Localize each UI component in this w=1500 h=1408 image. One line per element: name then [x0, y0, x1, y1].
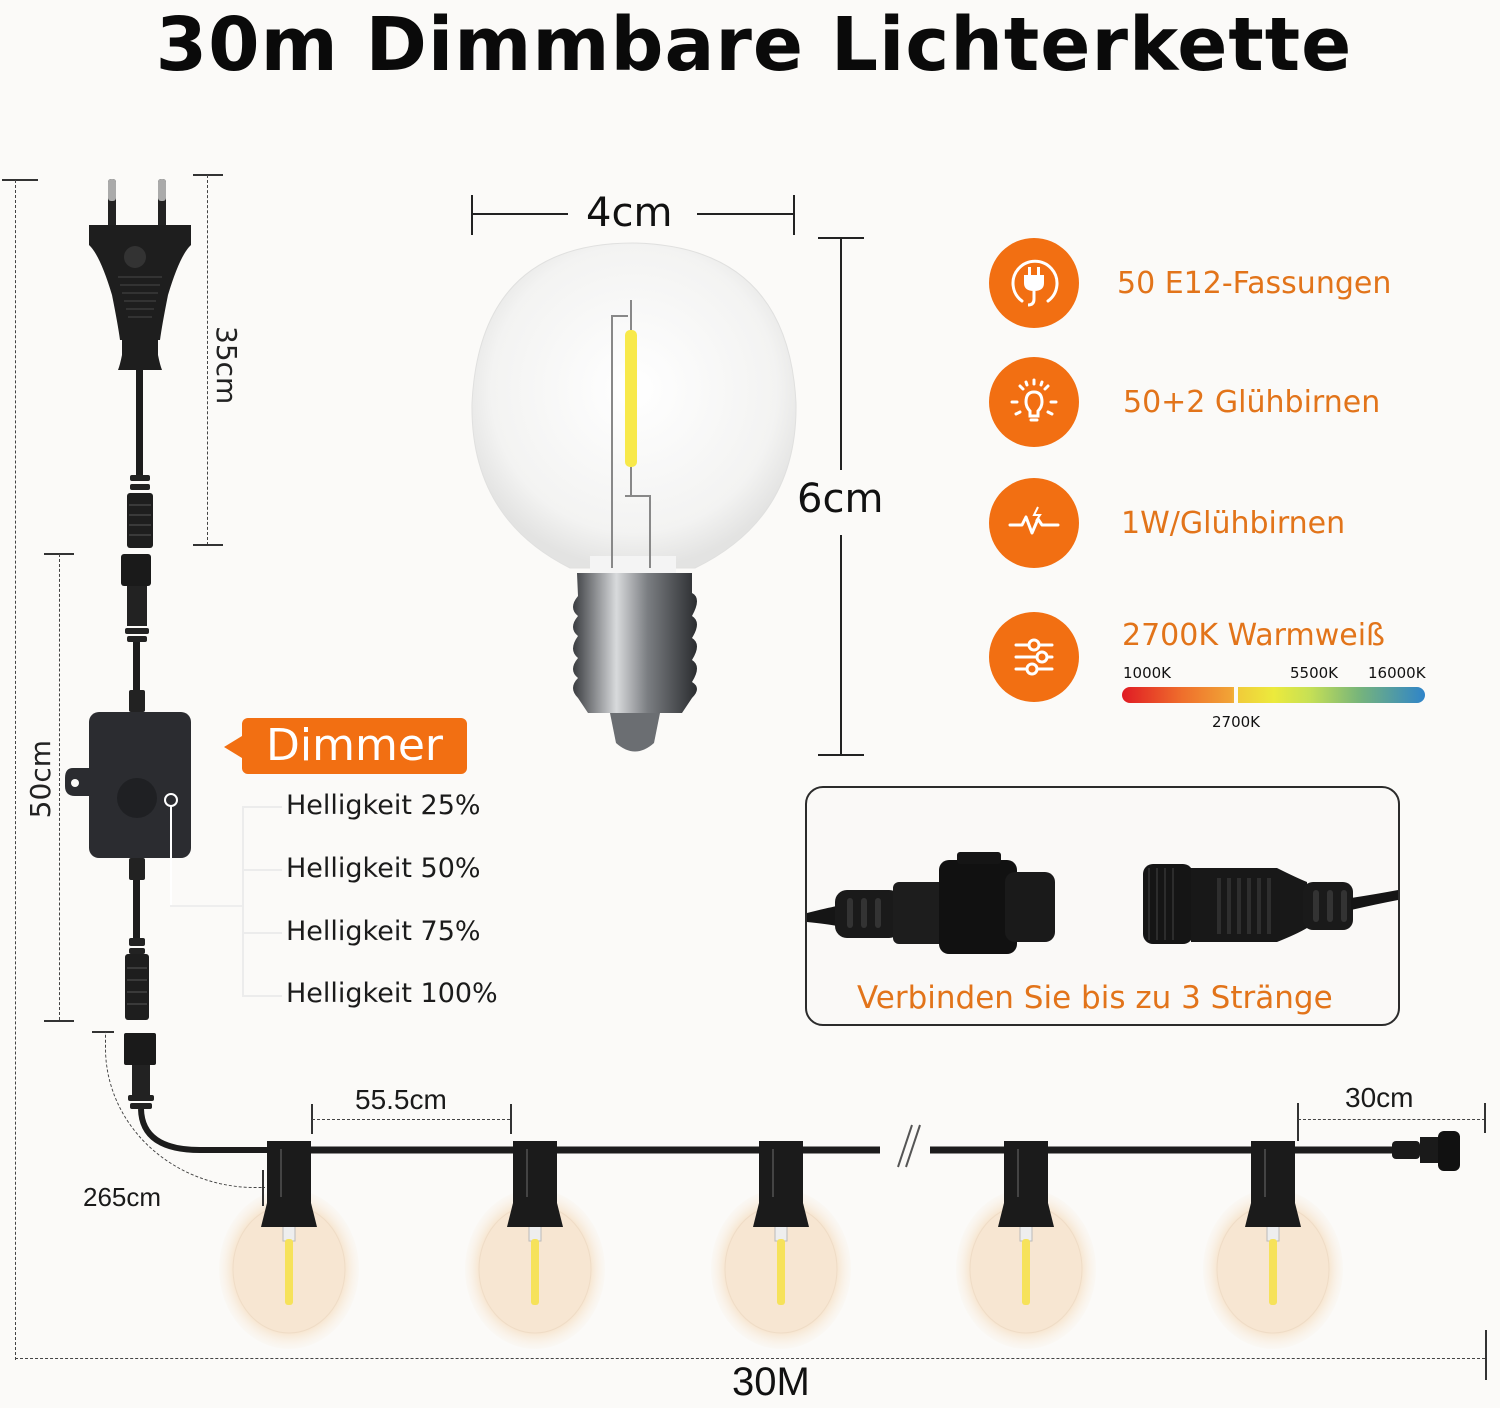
- spacing-label: 55.5cm: [355, 1084, 447, 1115]
- feature-sockets: 50 E12-Fassungen: [989, 238, 1391, 328]
- bulb-height-line-bottom: [840, 535, 842, 755]
- kelvin-marker-label: 2700K: [1212, 713, 1261, 731]
- lightbulb-icon: [989, 357, 1079, 447]
- bulb-width-label: 4cm: [586, 190, 673, 236]
- total-length-dim-tick-right: [1485, 1330, 1487, 1380]
- power-pulse-icon: [989, 478, 1079, 568]
- bulb-height-tick-bottom: [818, 754, 864, 756]
- spacing-dim-tick-right: [510, 1104, 512, 1134]
- end-dim-tick-left: [1297, 1103, 1299, 1141]
- sliders-icon: [989, 612, 1079, 702]
- bracket-tick-1: [242, 806, 282, 808]
- bulb-width-line-left: [472, 213, 568, 215]
- dimmer-cable-length-label: 50cm: [24, 740, 57, 819]
- outer-dim-line-left: [15, 180, 16, 1360]
- bulb-width-tick-left: [471, 195, 473, 235]
- bulb-height-line-top: [840, 238, 842, 470]
- connector-caption: Verbinden Sie bis zu 3 Stränge: [857, 980, 1333, 1016]
- kelvin-min-label: 1000K: [1123, 664, 1172, 682]
- dimmer-tag: Dimmer: [224, 718, 467, 774]
- feature-label: 1W/Glühbirnen: [1121, 505, 1346, 541]
- kelvin-mid-label: 5500K: [1290, 664, 1339, 682]
- connector-panel: Verbinden Sie bis zu 3 Stränge: [805, 786, 1400, 1026]
- plug-dim-line: [207, 175, 208, 545]
- button-leader-line: [170, 805, 172, 905]
- brightness-level-25: Helligkeit 25%: [286, 790, 481, 821]
- plug-cable-length-label: 35cm: [210, 326, 243, 405]
- brightness-level-100: Helligkeit 100%: [286, 978, 498, 1009]
- end-dim-line: [1298, 1119, 1485, 1120]
- outer-dim-tick-top: [2, 179, 38, 181]
- light-string-illustration: [124, 1033, 1460, 1350]
- color-temperature-marker: [1234, 685, 1238, 705]
- plug-icon: [989, 238, 1079, 328]
- kelvin-max-label: 16000K: [1368, 664, 1426, 682]
- spacing-dim-line: [312, 1119, 510, 1120]
- plug-dim-tick-top: [193, 174, 223, 176]
- feature-label-color-temp: 2700K Warmweiß: [1122, 618, 1385, 653]
- lead-dim-tick-end: [262, 1170, 264, 1206]
- bulb-width-line-right: [697, 213, 793, 215]
- lead-length-label: 265cm: [83, 1182, 162, 1212]
- g40-bulb-illustration: [471, 242, 797, 752]
- end-dim-tick-right: [1484, 1103, 1486, 1133]
- dimmer-dim-tick-top: [44, 553, 74, 555]
- waterproof-connector-pair: [807, 852, 1398, 954]
- total-length-label: 30M: [732, 1360, 810, 1404]
- dimmer-dim-tick-bottom: [44, 1020, 74, 1022]
- bulb-width-tick-right: [793, 195, 795, 235]
- bracket-tick-2: [242, 869, 282, 871]
- end-length-label: 30cm: [1345, 1082, 1414, 1113]
- eu-plug-icon: [89, 179, 191, 548]
- dimmer-cable-assembly: [65, 554, 191, 1020]
- brightness-level-75: Helligkeit 75%: [286, 916, 481, 947]
- feature-bulbs: 50+2 Glühbirnen: [989, 357, 1380, 447]
- spacing-dim-tick-left: [311, 1104, 313, 1134]
- dimmer-dim-line: [59, 554, 60, 1020]
- feature-label: 50 E12-Fassungen: [1117, 265, 1392, 301]
- brightness-level-50: Helligkeit 50%: [286, 853, 481, 884]
- dimmer-tag-label: Dimmer: [266, 720, 443, 771]
- feature-color-temp: [989, 612, 1079, 702]
- feature-wattage: 1W/Glühbirnen: [989, 478, 1345, 568]
- total-length-dim-line: [15, 1358, 1485, 1359]
- plug-dim-tick-bottom: [193, 544, 223, 546]
- feature-label: 50+2 Glühbirnen: [1123, 384, 1381, 420]
- color-temperature-gradient-bar: [1122, 687, 1425, 703]
- lead-dim-tick-top: [92, 1031, 114, 1033]
- bracket-tick-3: [242, 932, 282, 934]
- bracket-tick-4: [242, 995, 282, 997]
- page-title: 30m Dimmbare Lichterkette: [155, 2, 1353, 88]
- bulb-height-label: 6cm: [797, 476, 884, 522]
- button-leader-horizontal: [170, 905, 242, 907]
- brightness-bracket-line: [242, 806, 244, 996]
